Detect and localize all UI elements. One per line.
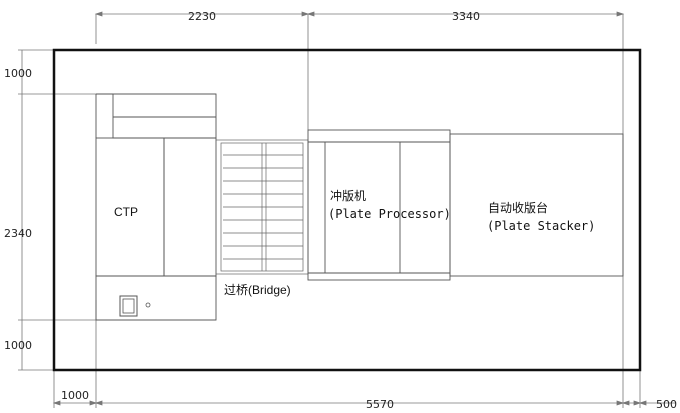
plate-stacker-unit <box>449 133 624 277</box>
ctp-label: CTP <box>114 205 138 219</box>
dim-bottom-right: 500 <box>656 398 677 411</box>
dim-left-bottom: 1000 <box>4 339 32 352</box>
dim-top-left: 2230 <box>188 10 216 23</box>
stacker-label-en: (Plate Stacker) <box>487 219 595 233</box>
room-outline <box>52 48 642 372</box>
dim-top-right: 3340 <box>452 10 480 23</box>
bottom-dimension-lines <box>52 300 676 408</box>
dim-left-mid: 2340 <box>4 227 32 240</box>
ctp-control-panel <box>119 295 151 317</box>
processor-label-cn: 冲版机 <box>330 188 366 203</box>
dim-left-top: 1000 <box>4 67 32 80</box>
bridge-label: 过桥(Bridge) <box>224 283 291 297</box>
dim-bottom-mid: 5570 <box>366 398 394 411</box>
processor-label-en: (Plate Processor) <box>328 207 451 221</box>
bridge-unit <box>215 139 309 275</box>
plate-processor-unit <box>307 129 451 281</box>
stacker-label-cn: 自动收版台 <box>488 200 548 215</box>
dim-bottom-left: 1000 <box>61 389 89 402</box>
